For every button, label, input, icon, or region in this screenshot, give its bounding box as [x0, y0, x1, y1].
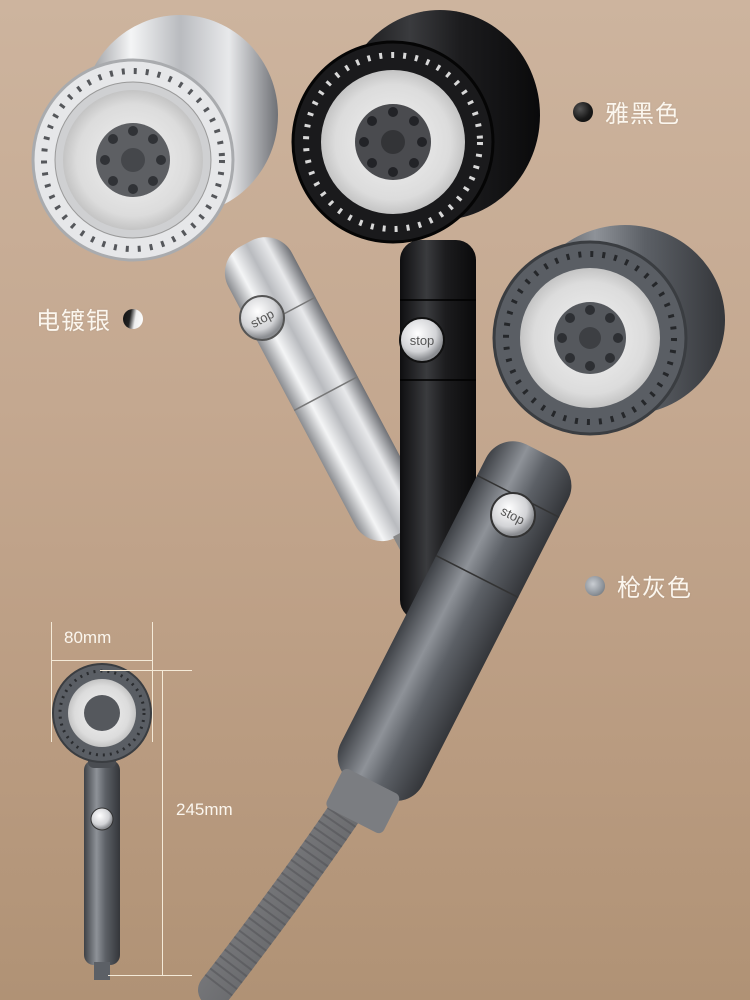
width-dimension-line	[51, 660, 153, 661]
nozzles	[100, 126, 166, 194]
silver-stop-button: stop	[239, 295, 285, 341]
gunmetal-label-text: 枪灰色	[617, 575, 692, 602]
height-dimension-line	[162, 670, 163, 976]
black-stop-button: stop	[399, 317, 445, 363]
width-left-guide	[51, 622, 52, 742]
silver-shower	[31, 15, 423, 551]
silver-label-text: 电镀银	[36, 308, 111, 335]
gunmetal-stop-button: stop	[490, 492, 536, 538]
color-label-black: 雅黑色	[573, 94, 680, 129]
height-bottom-guide	[108, 975, 192, 976]
black-swatch-icon	[573, 101, 593, 122]
silver-swatch-icon	[123, 308, 143, 329]
width-right-guide	[152, 622, 153, 742]
gunmetal-shower	[326, 225, 725, 834]
gunmetal-swatch-icon	[585, 575, 605, 596]
width-dimension-label: 80mm	[64, 628, 112, 647]
svg-text:stop: stop	[410, 333, 435, 348]
color-label-gunmetal: 枪灰色	[585, 568, 692, 603]
black-shower	[291, 10, 540, 620]
black-label-text: 雅黑色	[605, 101, 680, 128]
color-label-silver: 电镀银	[36, 301, 143, 336]
height-top-guide	[100, 670, 192, 671]
height-dimension-label: 245mm	[176, 800, 233, 819]
dimension-shower	[52, 663, 152, 980]
hose	[198, 773, 377, 1000]
